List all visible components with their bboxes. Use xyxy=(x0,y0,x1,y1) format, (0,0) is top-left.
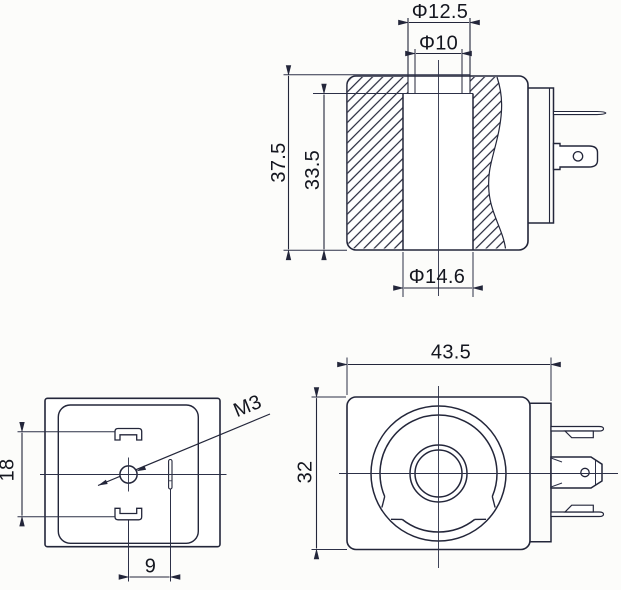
section-pin-terminal xyxy=(552,110,607,116)
front-connector-block xyxy=(530,402,552,543)
dim-text-18: 18 xyxy=(0,459,19,482)
top-slot-upper xyxy=(114,427,143,441)
top-view: 18 9 M3 xyxy=(0,391,271,582)
front-terminal-top-bar xyxy=(550,425,605,432)
section-hatch-left xyxy=(347,77,408,249)
dim-text-9: 9 xyxy=(145,556,156,578)
boss-notch-left-upper xyxy=(381,496,386,508)
front-spade-bend-bottom xyxy=(550,482,563,488)
dim-text-phi10: Φ10 xyxy=(419,33,458,55)
dim-text-37-5: 37.5 xyxy=(268,142,290,182)
front-terminal-top-tab xyxy=(563,430,594,439)
dim-text-43-5: 43.5 xyxy=(431,342,471,364)
front-terminal-bottom-tab xyxy=(563,504,594,513)
section-view: Φ12.5 Φ10 37.5 33.5 Φ14.6 xyxy=(268,1,607,297)
dim-text-33-5: 33.5 xyxy=(302,150,324,190)
m3-leader-arrow-inner xyxy=(136,465,147,472)
boss-notch-right-upper xyxy=(491,496,496,508)
thread-callout-m3: M3 xyxy=(230,391,265,422)
section-spade-hole xyxy=(572,150,584,162)
top-slot-lower xyxy=(114,507,143,521)
front-terminal-bottom-bar xyxy=(550,511,605,518)
m3-leader-arrow-outer xyxy=(98,479,108,486)
section-break-line xyxy=(488,76,507,249)
section-hatch-right xyxy=(470,77,506,249)
front-spade-bend-top xyxy=(550,457,563,463)
dim-text-phi14-6: Φ14.6 xyxy=(409,266,465,288)
dim-text-phi12-5: Φ12.5 xyxy=(412,1,468,23)
front-view: 43.5 32 xyxy=(295,342,618,568)
dim-text-32: 32 xyxy=(295,461,317,484)
front-spade-hole xyxy=(580,467,590,478)
front-spade-terminal xyxy=(550,456,603,489)
